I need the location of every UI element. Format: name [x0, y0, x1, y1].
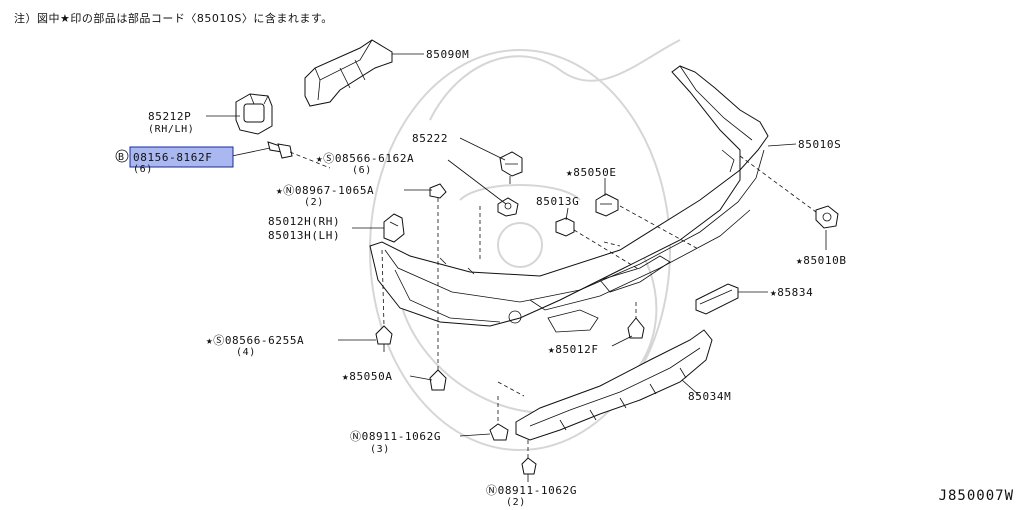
- label-08911-a-sub: (3): [370, 444, 390, 455]
- label-85013g[interactable]: 85013G: [536, 195, 579, 208]
- label-85212p[interactable]: 85212P: [148, 110, 191, 123]
- part-85010s-bumper-fascia[interactable]: [369, 65, 769, 333]
- label-85090m[interactable]: 85090M: [426, 48, 469, 61]
- part-85010b-screw[interactable]: [815, 205, 839, 229]
- part-08566-6255a-screw[interactable]: [375, 325, 393, 352]
- label-08911-a[interactable]: Ⓝ08911-1062G: [350, 430, 441, 443]
- label-08156[interactable]: 08156-8162F: [133, 151, 212, 164]
- label-85050e[interactable]: ★85050E: [566, 166, 617, 179]
- part-08911-nut-a[interactable]: [489, 423, 509, 441]
- label-85012f[interactable]: ★85012F: [548, 343, 599, 356]
- assembly-dashed-lines: [289, 151, 817, 458]
- label-08566-6162a-sub: (6): [352, 165, 372, 176]
- label-85010b[interactable]: ★85010B: [796, 254, 847, 267]
- leader-lines: [206, 53, 827, 482]
- label-08156-prefix: B: [118, 152, 125, 163]
- label-08566-6255a[interactable]: ★Ⓢ08566-6255A: [206, 334, 304, 347]
- part-85090m-bracket[interactable]: [304, 39, 393, 107]
- label-08911-b[interactable]: Ⓝ08911-1062G: [486, 484, 577, 497]
- part-85222-clip[interactable]: [499, 151, 523, 184]
- part-85034m-undercover[interactable]: [515, 329, 713, 441]
- part-85012h-bracket[interactable]: [383, 213, 405, 243]
- part-08566-6162a-screw[interactable]: [497, 197, 519, 217]
- label-08911-b-sub: (2): [506, 497, 526, 508]
- label-85212p-sub: (RH/LH): [148, 124, 194, 135]
- part-85834-reflector[interactable]: [695, 283, 739, 315]
- part-08911-nut-b[interactable]: [521, 457, 537, 475]
- label-85034m[interactable]: 85034M: [688, 390, 731, 403]
- label-85013h[interactable]: 85013H(LH): [268, 229, 340, 242]
- part-08967-nut[interactable]: [429, 183, 447, 199]
- label-08967-sub: (2): [304, 197, 324, 208]
- label-08566-6162a[interactable]: ★Ⓢ08566-6162A: [316, 152, 414, 165]
- part-85212p-sensor[interactable]: [235, 93, 273, 135]
- label-08566-6255a-sub: (4): [236, 347, 256, 358]
- label-85010s[interactable]: 85010S: [798, 138, 841, 151]
- label-85834[interactable]: ★85834: [770, 286, 813, 299]
- label-85012h[interactable]: 85012H(RH): [268, 215, 340, 228]
- part-08156-bolt[interactable]: [267, 141, 293, 159]
- label-85222[interactable]: 85222: [412, 132, 448, 145]
- label-85050a[interactable]: ★85050A: [342, 370, 393, 383]
- part-85050e-clip[interactable]: [595, 193, 619, 217]
- bolt-symbol-icon: [115, 149, 129, 163]
- diagram-note: 注）図中★印の部品は部品コード〈85010S〉に含まれます。: [14, 12, 333, 25]
- part-85012f-clip[interactable]: [627, 317, 645, 339]
- callout-labels: 85090M 85212P (RH/LH) B 08156-8162F (6) …: [115, 48, 847, 508]
- part-85013g-block[interactable]: [555, 217, 575, 237]
- drawing-code: J850007W: [938, 488, 1014, 504]
- part-85050a-clip[interactable]: [429, 369, 447, 391]
- label-08967[interactable]: ★Ⓝ08967-1065A: [276, 184, 374, 197]
- label-08156-sub: (6): [133, 164, 153, 175]
- highlighted-callout: [129, 146, 234, 168]
